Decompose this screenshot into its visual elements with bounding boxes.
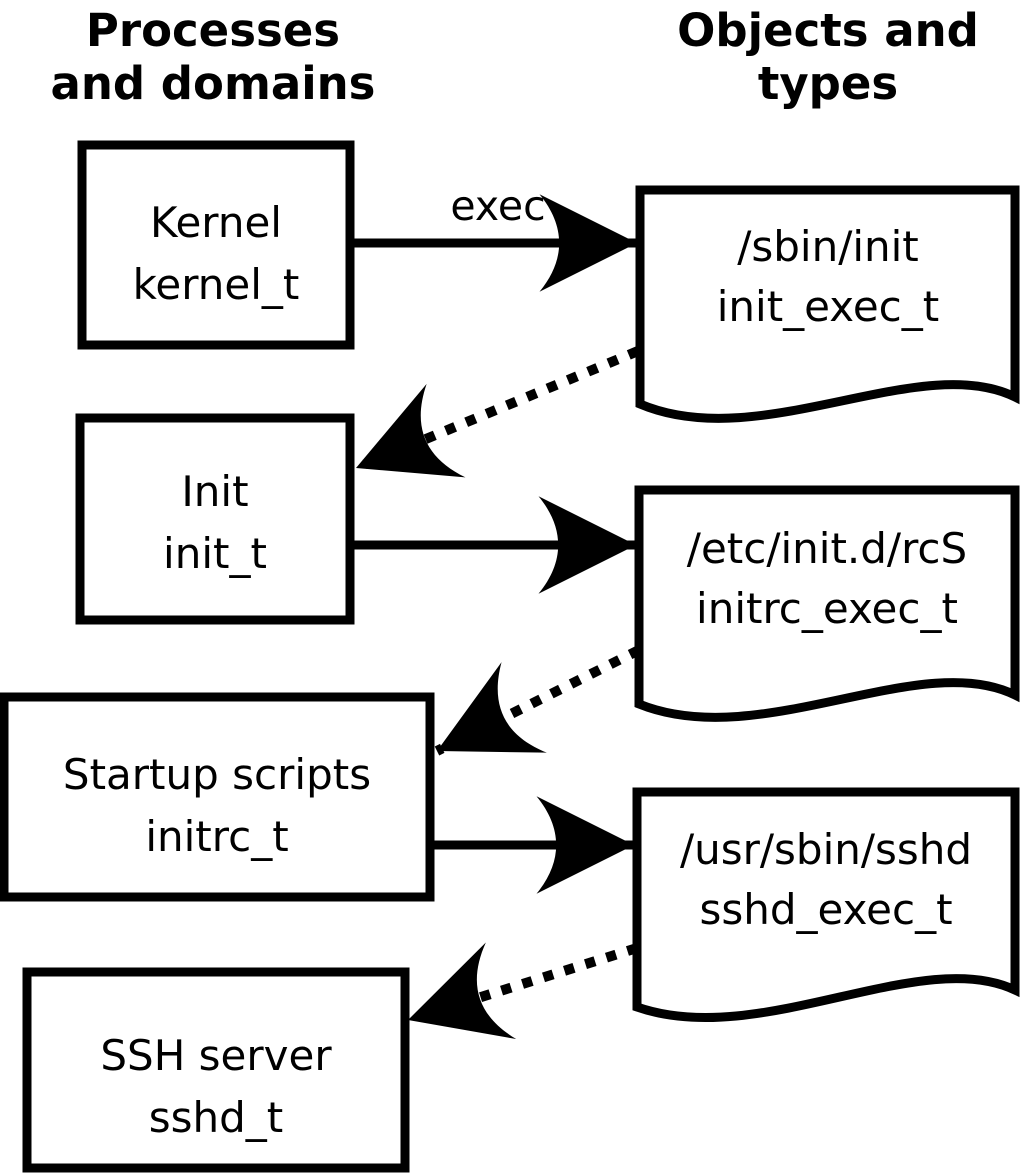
sshd-domain-label: sshd_t — [149, 1093, 284, 1142]
object-node-usr-sbin-sshd: /usr/sbin/sshd sshd_exec_t — [632, 787, 1020, 1023]
rcs-path-label: /etc/init.d/rcS — [687, 524, 967, 573]
init-domain-label: init_t — [163, 529, 267, 578]
sshd-binary-type-label: sshd_exec_t — [699, 885, 952, 934]
rcs-type-label: initrc_exec_t — [696, 584, 958, 633]
sbin-init-type-label: init_exec_t — [717, 282, 940, 331]
process-node-init: Init init_t — [75, 413, 355, 625]
edge-sshd-binary-to-sshd — [406, 942, 639, 1040]
startup-name-label: Startup scripts — [63, 750, 371, 799]
column-header-objects: Objects and types — [677, 4, 979, 110]
objects-header-line2: types — [758, 57, 898, 110]
column-header-processes: Processes and domains — [51, 4, 376, 110]
process-node-kernel: Kernel kernel_t — [77, 140, 355, 350]
sshd-name-label: SSH server — [100, 1031, 332, 1080]
kernel-name-label: Kernel — [150, 198, 282, 247]
object-node-etc-initd-rcs: /etc/init.d/rcS initrc_exec_t — [634, 485, 1020, 722]
process-node-ssh-server: SSH server sshd_t — [22, 967, 410, 1173]
kernel-domain-label: kernel_t — [133, 260, 300, 309]
exec-edge-label: exec — [450, 182, 545, 230]
edge-sbin-init-to-init — [354, 346, 640, 478]
processes-header-line1: Processes — [86, 4, 340, 57]
document-shape-etc-initd-rcs — [634, 485, 1020, 722]
process-node-startup-scripts: Startup scripts initrc_t — [0, 692, 435, 902]
init-name-label: Init — [181, 467, 248, 516]
document-shape-sbin-init — [635, 185, 1020, 423]
document-shape-usr-sbin-sshd — [632, 787, 1020, 1023]
object-node-sbin-init: /sbin/init init_exec_t — [635, 185, 1020, 423]
startup-domain-label: initrc_t — [145, 812, 288, 861]
sbin-init-path-label: /sbin/init — [737, 222, 919, 271]
processes-header-line2: and domains — [51, 57, 376, 110]
sshd-binary-path-label: /usr/sbin/sshd — [680, 825, 972, 874]
objects-header-line1: Objects and — [677, 4, 979, 57]
edge-kernel-to-sbin-init: exec — [350, 182, 637, 292]
edge-rcs-to-startup — [434, 645, 642, 756]
